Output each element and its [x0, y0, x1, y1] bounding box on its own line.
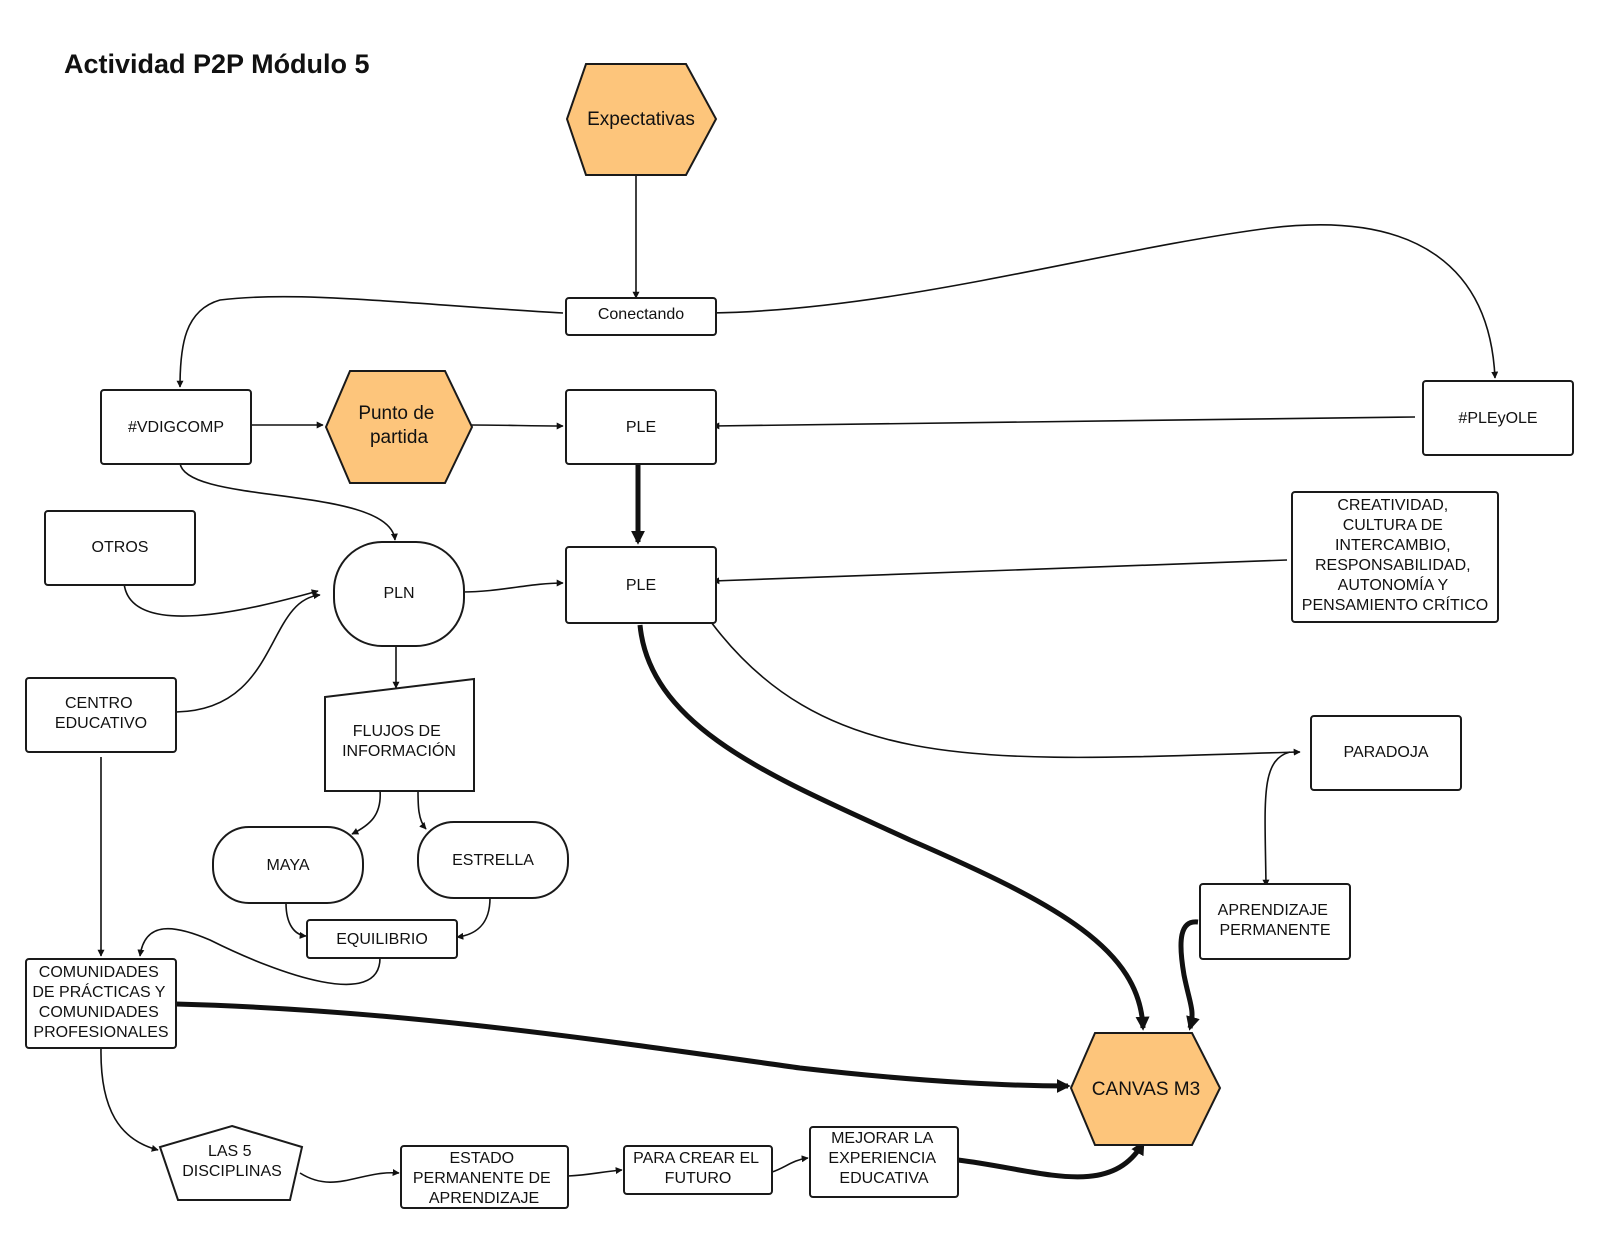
expectativas-label: Expectativas: [587, 109, 695, 130]
node-conectando[interactable]: Conectando: [565, 297, 717, 336]
comunidades-label: COMUNIDADES DE PRÁCTICAS Y COMUNIDADES P…: [32, 964, 169, 1041]
disciplinas-label: LAS 5 DISCIPLINAS: [182, 1143, 282, 1180]
maya-label: MAYA: [267, 857, 310, 874]
edge-creatividad-ple-mid: [712, 559, 1288, 585]
comunidades-shape: [25, 958, 177, 1049]
node-crear-futuro[interactable]: PARA CREAR EL FUTURO: [623, 1145, 773, 1195]
page-title: Actividad P2P Módulo 5: [64, 49, 370, 79]
edge-maya-equilibrio: [285, 902, 307, 939]
edge-ple-mid-canvas: [637, 624, 1150, 1031]
node-mejorar[interactable]: MEJORAR LA EXPERIENCIA EDUCATIVA: [809, 1126, 959, 1198]
edge-ple-mid-paradoja: [710, 621, 1301, 759]
centro-label: CENTRO EDUCATIVO: [55, 695, 147, 732]
edge-pln-ple-mid: [461, 579, 564, 593]
edge-equilibrio-comunidades: [137, 927, 381, 986]
creatividad-label: CREATIVIDAD, CULTURA DE INTERCAMBIO, RES…: [1302, 497, 1488, 614]
estado-label: ESTADO PERMANENTE DE APRENDIZAJE: [413, 1150, 555, 1207]
node-canvas-m3[interactable]: CANVAS M3: [1069, 1032, 1222, 1146]
flujos-shape: [324, 677, 475, 792]
node-centro-educativo[interactable]: CENTRO EDUCATIVO: [25, 677, 177, 753]
equilibrio-shape: [306, 919, 458, 959]
centro-shape: [25, 677, 177, 753]
node-maya[interactable]: MAYA: [212, 826, 364, 904]
pleyole-shape: [1422, 380, 1574, 456]
edge-mejorar-canvas: [957, 1140, 1146, 1180]
canvas-shape: [1069, 1032, 1222, 1146]
edge-flujos-estrella: [417, 789, 427, 830]
estrella-shape: [417, 821, 569, 899]
edge-crear-mejorar: [771, 1155, 809, 1173]
aprendizaje-shape: [1199, 883, 1351, 960]
ple-mid-shape: [565, 546, 717, 624]
mejorar-shape: [809, 1126, 959, 1198]
node-disciplinas[interactable]: LAS 5 DISCIPLINAS: [158, 1124, 304, 1201]
ple-mid-label: PLE: [626, 577, 656, 594]
node-vdigcomp[interactable]: #VDIGCOMP: [100, 389, 252, 465]
paradoja-shape: [1310, 715, 1462, 791]
node-ple-top[interactable]: PLE: [565, 389, 717, 465]
vdigcomp-shape: [100, 389, 252, 465]
node-ple-mid[interactable]: PLE: [565, 546, 717, 624]
maya-shape: [212, 826, 364, 904]
pln-shape: [333, 541, 465, 647]
edge-centro-pln: [175, 592, 321, 713]
estrella-label: ESTRELLA: [452, 852, 534, 869]
punto-partida-label: Punto de partida: [358, 403, 439, 448]
edge-paradoja-aprendizaje: [1262, 751, 1291, 887]
edge-estrella-equilibrio: [456, 897, 491, 940]
conectando-label: Conectando: [598, 306, 684, 323]
edge-conectando-pleyole: [710, 224, 1499, 379]
aprendizaje-label: APRENDIZAJE PERMANENTE: [1218, 902, 1333, 939]
edge-flujos-maya: [351, 789, 381, 835]
equilibrio-label: EQUILIBRIO: [336, 931, 428, 948]
pleyole-label: #PLEyOLE: [1458, 410, 1537, 427]
otros-label: OTROS: [92, 539, 149, 556]
edge-aprendizaje-canvas: [1178, 919, 1200, 1031]
node-flujos[interactable]: FLUJOS DE INFORMACIÓN: [324, 677, 475, 792]
creatividad-shape: [1291, 491, 1499, 623]
node-aprendizaje-permanente[interactable]: APRENDIZAJE PERMANENTE: [1199, 883, 1351, 960]
edge-comunidades-disciplinas: [100, 1047, 159, 1152]
mejorar-label: MEJORAR LA EXPERIENCIA EDUCATIVA: [828, 1130, 939, 1187]
edge-vdigcomp-pln: [179, 462, 398, 541]
node-estrella[interactable]: ESTRELLA: [417, 821, 569, 899]
crear-label: PARA CREAR EL FUTURO: [633, 1150, 763, 1187]
edge-otros-pln: [123, 582, 319, 617]
connectors: [97, 175, 1499, 1183]
expectativas-shape: [565, 63, 718, 176]
ple-top-shape: [565, 389, 717, 465]
flujos-label: FLUJOS DE INFORMACIÓN: [342, 723, 456, 760]
otros-shape: [44, 510, 196, 586]
ple-top-label: PLE: [626, 419, 656, 436]
node-comunidades[interactable]: COMUNIDADES DE PRÁCTICAS Y COMUNIDADES P…: [25, 958, 177, 1049]
node-paradoja[interactable]: PARADOJA: [1310, 715, 1462, 791]
edge-disciplinas-estado: [299, 1169, 400, 1183]
edge-comunidades-canvas: [175, 1001, 1071, 1093]
node-expectativas[interactable]: Expectativas: [565, 63, 718, 176]
node-creatividad[interactable]: CREATIVIDAD, CULTURA DE INTERCAMBIO, RES…: [1291, 491, 1499, 623]
node-pleyole[interactable]: #PLEyOLE: [1422, 380, 1574, 456]
node-pln[interactable]: PLN: [333, 541, 465, 647]
canvas-label: CANVAS M3: [1092, 1079, 1200, 1100]
node-punto-partida[interactable]: Punto de partida: [324, 370, 474, 484]
node-estado[interactable]: ESTADO PERMANENTE DE APRENDIZAJE: [400, 1145, 569, 1209]
punto-partida-shape: [324, 370, 474, 484]
edge-pleyole-ple: [712, 416, 1416, 430]
edge-punto-ple: [469, 422, 564, 430]
node-otros[interactable]: OTROS: [44, 510, 196, 586]
edge-estado-crear: [567, 1167, 623, 1177]
node-equilibrio[interactable]: EQUILIBRIO: [306, 919, 458, 959]
paradoja-label: PARADOJA: [1343, 744, 1428, 761]
estado-shape: [400, 1145, 569, 1209]
vdigcomp-label: #VDIGCOMP: [128, 419, 224, 436]
crear-shape: [623, 1145, 773, 1195]
edge-conectando-vdigcomp: [176, 295, 564, 388]
conectando-shape: [565, 297, 717, 336]
pln-label: PLN: [383, 585, 414, 602]
disciplinas-shape: [158, 1124, 304, 1201]
